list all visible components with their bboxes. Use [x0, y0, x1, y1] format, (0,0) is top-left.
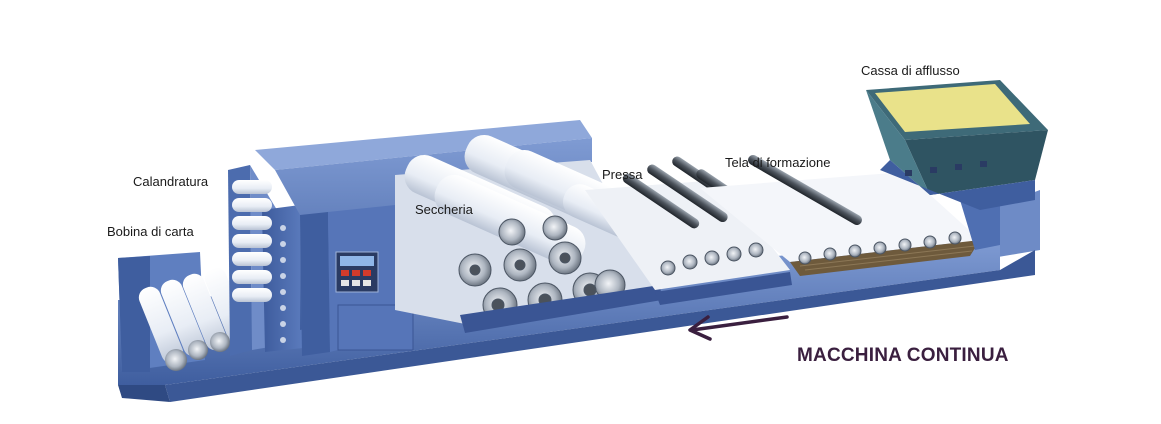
label-tela-di-formazione: Tela di formazione — [725, 155, 831, 170]
label-cassa-di-afflusso: Cassa di afflusso — [861, 63, 960, 78]
label-seccheria: Seccheria — [415, 202, 473, 217]
access-door — [337, 304, 414, 351]
diagram-title: MACCHINA CONTINUA — [797, 345, 1009, 366]
control-panel — [335, 251, 379, 293]
label-pressa: Pressa — [602, 167, 643, 182]
calender-section — [228, 165, 303, 356]
reel-section — [118, 252, 251, 372]
calender-rolls — [232, 180, 272, 302]
label-calandratura: Calandratura — [133, 174, 209, 189]
headbox — [866, 80, 1048, 210]
dryer-hood — [255, 120, 592, 356]
flow-direction-arrow — [688, 315, 789, 341]
label-bobina-di-carta: Bobina di carta — [107, 224, 194, 239]
paper-reel-rolls — [138, 267, 251, 371]
